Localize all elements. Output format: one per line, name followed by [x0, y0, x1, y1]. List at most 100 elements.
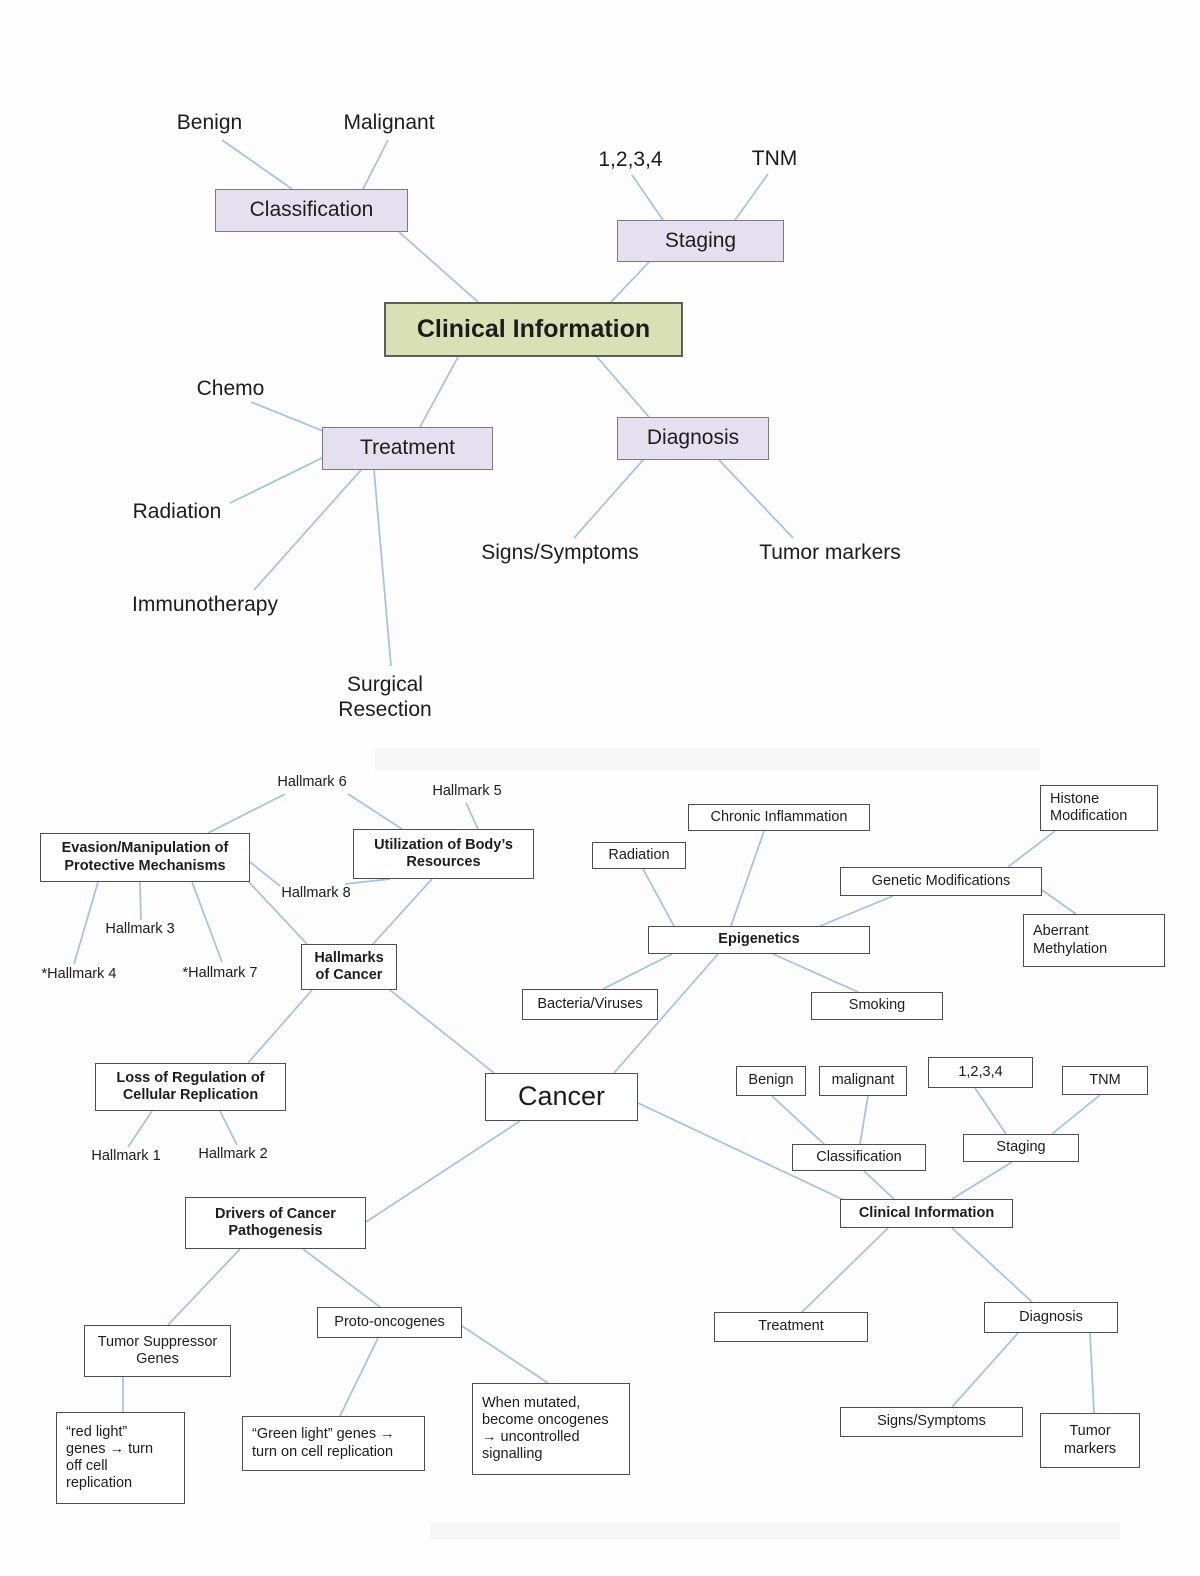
top-label-malignant: Malignant: [343, 110, 435, 134]
bottom-box-green-light-genes: “Green light” genes → turn on cell repli…: [242, 1416, 425, 1471]
bottom-box-when-mutated: When mutated, become oncogenes → uncontr…: [472, 1383, 630, 1475]
scan-artifact-strip-middle: [375, 748, 1040, 770]
bottom-box-radiation: Radiation: [592, 842, 686, 869]
edge: [1051, 1094, 1101, 1135]
bottom-label-hallmark4: *Hallmark 4: [41, 966, 117, 983]
bottom-box-proto-oncogenes: Proto-oncogenes: [317, 1307, 462, 1338]
edge: [373, 469, 392, 667]
edge: [249, 861, 281, 887]
edge: [974, 1087, 1007, 1135]
bottom-box-benign: Benign: [736, 1066, 806, 1096]
edge: [229, 456, 325, 504]
edge: [419, 356, 459, 428]
bottom-box-drivers: Drivers of Cancer Pathogenesis: [185, 1197, 366, 1249]
edge: [951, 1161, 1013, 1200]
bottom-box-diagnosis: Diagnosis: [984, 1302, 1118, 1333]
bottom-label-hallmark7: *Hallmark 7: [182, 965, 258, 982]
top-box-treatment: Treatment: [322, 427, 493, 470]
bottom-box-histone-modification: Histone Modification: [1040, 785, 1158, 831]
bottom-label-hallmark3: Hallmark 3: [105, 921, 175, 938]
bottom-box-red-light-genes: “red light” genes → turn off cell replic…: [56, 1412, 185, 1504]
top-box-classification: Classification: [215, 189, 408, 232]
bottom-box-clinical-information: Clinical Information: [840, 1199, 1013, 1228]
edge: [1089, 1332, 1095, 1414]
bottom-label-hallmark1: Hallmark 1: [91, 1148, 161, 1165]
top-label-tnm: TNM: [751, 146, 798, 170]
bottom-box-chronic-inflammation: Chronic Inflammation: [688, 804, 870, 831]
bottom-box-stage-numbers: 1,2,3,4: [928, 1057, 1033, 1088]
edge: [372, 878, 433, 945]
edge: [642, 868, 675, 927]
bottom-box-aberrant-methylation: Aberrant Methylation: [1023, 914, 1165, 967]
top-box-staging: Staging: [617, 220, 784, 262]
top-label-stage-numbers: 1,2,3,4: [598, 147, 663, 171]
top-label-radiation: Radiation: [132, 499, 222, 523]
edge: [734, 173, 769, 221]
top-label-chemo: Chemo: [196, 376, 265, 400]
edge: [221, 139, 293, 190]
edge: [347, 793, 403, 830]
top-box-diagnosis: Diagnosis: [617, 417, 769, 460]
edge: [951, 1332, 1019, 1408]
bottom-box-classification: Classification: [792, 1144, 926, 1171]
edge: [73, 881, 99, 965]
bottom-box-treatment: Treatment: [714, 1312, 868, 1342]
bottom-box-genetic-modifications: Genetic Modifications: [840, 867, 1042, 896]
bottom-box-malignant: malignant: [819, 1066, 907, 1096]
bottom-label-hallmark8: Hallmark 8: [281, 885, 351, 902]
edge: [1007, 830, 1056, 868]
bottom-box-signs-symptoms: Signs/Symptoms: [840, 1407, 1023, 1437]
edge: [246, 879, 308, 945]
bottom-box-loss-of-regulation: Loss of Regulation of Cellular Replicati…: [95, 1063, 286, 1111]
edge: [573, 459, 644, 539]
edge: [801, 1227, 889, 1313]
edge: [613, 953, 719, 1074]
bottom-diagram-edges: [73, 793, 1101, 1417]
edge: [771, 1095, 825, 1145]
edge: [219, 1110, 238, 1146]
edge: [772, 953, 859, 993]
edge: [637, 1102, 847, 1202]
edge: [339, 1337, 379, 1417]
edge: [859, 1095, 869, 1145]
bottom-box-evasion: Evasion/Manipulation of Protective Mecha…: [40, 833, 250, 882]
edge: [461, 1325, 549, 1384]
edge: [596, 356, 650, 418]
bottom-box-epigenetics: Epigenetics: [648, 926, 870, 954]
edge: [247, 989, 313, 1064]
top-label-surgical-resection: Surgical Resection: [338, 673, 432, 721]
edge: [344, 878, 391, 885]
bottom-box-smoking: Smoking: [811, 992, 943, 1020]
edge: [250, 401, 334, 436]
bottom-box-staging: Staging: [963, 1134, 1079, 1162]
edge: [365, 1120, 521, 1223]
edge: [302, 1248, 381, 1308]
edge: [602, 953, 673, 990]
bottom-box-cancer: Cancer: [485, 1073, 638, 1121]
edge: [951, 1227, 1033, 1303]
bottom-label-hallmark2: Hallmark 2: [198, 1146, 268, 1163]
bottom-box-bacteria-viruses: Bacteria/Viruses: [522, 989, 658, 1020]
edge: [863, 1170, 895, 1200]
bottom-label-hallmark5: Hallmark 5: [432, 783, 502, 800]
edge: [207, 793, 286, 834]
edge: [253, 469, 362, 591]
top-box-clinical-information: Clinical Information: [384, 302, 683, 357]
edge: [167, 1248, 241, 1326]
edge: [718, 459, 794, 539]
edge: [819, 895, 894, 927]
top-label-tumor-markers: Tumor markers: [759, 540, 901, 564]
top-label-immunotherapy: Immunotherapy: [132, 592, 278, 616]
edge: [398, 231, 479, 303]
bottom-box-hallmarks-of-cancer: Hallmarks of Cancer: [301, 944, 397, 990]
bottom-box-tumor-suppressor-genes: Tumor Suppressor Genes: [84, 1325, 231, 1377]
edge: [362, 139, 389, 190]
bottom-box-tnm: TNM: [1062, 1066, 1148, 1095]
bottom-box-utilization: Utilization of Body’s Resources: [353, 829, 534, 879]
bottom-label-hallmark6: Hallmark 6: [277, 774, 347, 791]
edge: [389, 989, 495, 1074]
top-diagram-edges: [221, 139, 794, 667]
